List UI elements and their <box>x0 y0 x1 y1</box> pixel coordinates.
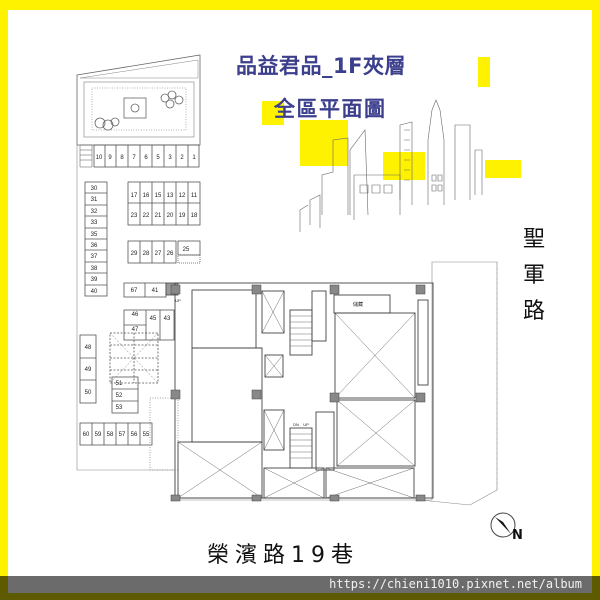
yellow-accent-block <box>478 57 490 87</box>
svg-text:12: 12 <box>179 193 186 199</box>
svg-text:6: 6 <box>144 155 148 161</box>
yellow-accent-block <box>485 160 521 178</box>
svg-text:45: 45 <box>150 316 157 322</box>
svg-text:38: 38 <box>91 266 98 272</box>
building-outline <box>174 282 434 499</box>
plan-subtitle: 全區平面圖 <box>274 97 387 121</box>
svg-text:41: 41 <box>152 288 159 294</box>
svg-text:52: 52 <box>116 393 123 399</box>
svg-text:11: 11 <box>191 193 198 199</box>
stall-10: 10 <box>96 155 103 161</box>
up-label: UP <box>175 298 181 303</box>
street-label-east: 聖軍路 <box>522 227 545 324</box>
svg-text:1: 1 <box>192 155 196 161</box>
stair-up-label: UP <box>303 422 309 427</box>
source-url: https://chieni1010.pixnet.net/album <box>329 577 582 591</box>
url-strip: https://chieni1010.pixnet.net/album <box>8 576 592 593</box>
svg-text:40: 40 <box>91 289 98 295</box>
svg-text:32: 32 <box>91 209 98 215</box>
white-canvas <box>8 10 592 576</box>
svg-text:46: 46 <box>132 312 139 318</box>
svg-text:29: 29 <box>131 251 138 257</box>
svg-text:36: 36 <box>91 243 98 249</box>
footer-bar: https://chieni1010.pixnet.net/album <box>0 576 600 600</box>
north-label: N <box>512 528 523 543</box>
svg-text:9: 9 <box>108 155 112 161</box>
svg-text:49: 49 <box>85 367 92 373</box>
stair-dn-label: DN <box>293 422 299 427</box>
svg-text:25: 25 <box>183 247 190 253</box>
svg-text:50: 50 <box>85 390 92 396</box>
svg-text:60: 60 <box>83 432 90 438</box>
skyline-illustration <box>299 99 483 232</box>
svg-text:33: 33 <box>91 220 98 226</box>
svg-text:2: 2 <box>180 155 184 161</box>
svg-text:48: 48 <box>85 345 92 351</box>
svg-text:20: 20 <box>167 213 174 219</box>
svg-text:18: 18 <box>191 213 198 219</box>
svg-text:16: 16 <box>143 193 150 199</box>
svg-text:8: 8 <box>120 155 124 161</box>
svg-text:17: 17 <box>131 193 138 199</box>
plan-title: 品益君品_1F夾層 <box>236 54 406 78</box>
parking-block-b <box>127 240 201 264</box>
svg-text:37: 37 <box>91 254 98 260</box>
svg-text:31: 31 <box>91 197 98 203</box>
ramp-grid <box>109 332 159 384</box>
svg-text:3: 3 <box>168 155 172 161</box>
svg-text:21: 21 <box>155 213 162 219</box>
svg-text:67: 67 <box>131 288 138 294</box>
yellow-accent-block <box>383 152 425 180</box>
yellow-accent-block <box>262 101 284 125</box>
parking-numbers: 10 9 8 7 6 5 3 2 1 17 16 15 13 12 11 23 … <box>83 155 363 438</box>
svg-text:39: 39 <box>91 277 98 283</box>
svg-text:55: 55 <box>143 432 150 438</box>
roof-garden <box>76 54 201 146</box>
svg-text:53: 53 <box>116 405 123 411</box>
parking-row-top <box>93 144 200 168</box>
storage-label: 儲藏 <box>353 301 363 308</box>
svg-text:30: 30 <box>91 186 98 192</box>
svg-text:35: 35 <box>91 232 98 238</box>
svg-text:19: 19 <box>179 213 186 219</box>
svg-text:28: 28 <box>143 251 150 257</box>
svg-text:7: 7 <box>132 155 136 161</box>
svg-text:26: 26 <box>167 251 174 257</box>
svg-text:51: 51 <box>116 381 123 387</box>
yellow-accent-block <box>300 120 348 166</box>
svg-text:15: 15 <box>155 193 162 199</box>
svg-text:13: 13 <box>167 193 174 199</box>
svg-text:58: 58 <box>107 432 114 438</box>
svg-text:23: 23 <box>131 213 138 219</box>
structural-columns <box>170 284 426 502</box>
parking-column-left <box>84 181 108 297</box>
svg-text:57: 57 <box>119 432 126 438</box>
svg-text:56: 56 <box>131 432 138 438</box>
svg-text:22: 22 <box>143 213 150 219</box>
svg-text:27: 27 <box>155 251 162 257</box>
street-label-south: 榮濱路19巷 <box>207 543 359 568</box>
svg-text:5: 5 <box>156 155 160 161</box>
svg-text:43: 43 <box>164 316 171 322</box>
svg-text:47: 47 <box>132 327 139 333</box>
compass-icon <box>490 512 516 538</box>
parking-block-a <box>127 181 201 226</box>
svg-text:59: 59 <box>95 432 102 438</box>
